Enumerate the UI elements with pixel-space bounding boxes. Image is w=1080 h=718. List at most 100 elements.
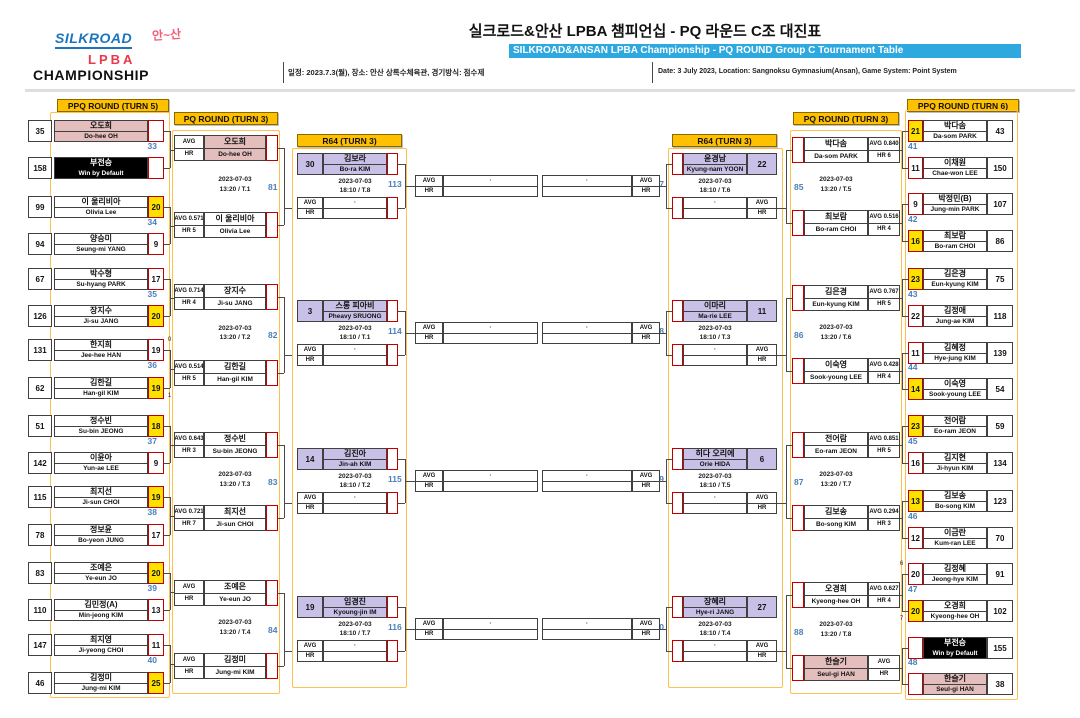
player-name-en: Bo-song KIM	[934, 502, 976, 510]
match-date: 2023-07-03	[218, 176, 252, 184]
score-box: 11	[148, 634, 164, 656]
score-box: 18	[148, 415, 164, 437]
score-value: 20	[151, 202, 161, 212]
pending-player-box: ·	[323, 197, 387, 219]
bracket-line	[170, 207, 171, 244]
pending-dot: ·	[684, 493, 746, 504]
match-number-text: 87	[794, 476, 804, 487]
tiebreak-score: 1	[167, 393, 172, 399]
player-name-en: Sook-young LEE	[810, 373, 862, 381]
match-number-text: 40	[147, 655, 157, 665]
hr-line: HR 7	[182, 521, 196, 528]
hr-label: HR	[641, 335, 651, 342]
player-id: 139	[993, 348, 1007, 358]
bracket-line	[170, 279, 171, 316]
bracket-line	[902, 538, 908, 539]
seed-box: 30	[297, 153, 323, 175]
hr-line: HR 4	[877, 374, 891, 381]
score-value: 16	[911, 458, 920, 468]
winner-slot	[387, 153, 398, 175]
player-name-en: Han-gil KIM	[217, 375, 253, 383]
player-name-en: Yun-ae LEE	[83, 464, 119, 472]
bracket-line	[902, 389, 908, 390]
player-name-box: 박정민(B)Jung-min PARK	[923, 193, 987, 215]
championship-logo: CHAMPIONSHIP	[33, 67, 150, 83]
bracket-line	[398, 311, 405, 312]
avg-label: AVG	[748, 493, 776, 504]
bracket-line	[164, 645, 170, 646]
match-time: 18:10 / T.2	[339, 482, 371, 489]
score-value: 20	[151, 568, 161, 578]
hr-line: HR 5	[182, 228, 196, 235]
hr-line: HR	[184, 151, 194, 158]
player-id-box: 86	[987, 230, 1013, 252]
bracket-line	[278, 666, 284, 667]
match-time: 13:20 / T.1	[219, 185, 251, 193]
winner-slot	[266, 653, 278, 679]
avg-line: AVG 0.294	[869, 506, 899, 519]
bracket-line	[278, 518, 284, 519]
player-name-ko: 김한길	[205, 361, 265, 374]
match-number: 81	[268, 182, 284, 192]
winner-slot	[672, 153, 683, 175]
pending-dot: ·	[444, 619, 537, 630]
match-number-text: 85	[794, 181, 804, 192]
score-value	[149, 121, 163, 141]
player-name-ko: 장혜리	[684, 597, 746, 608]
player-name-en: Su-bin JEONG	[212, 447, 258, 455]
winner-slot	[387, 448, 398, 470]
winner-slot	[266, 580, 278, 606]
bracket-line	[170, 298, 174, 299]
player-name-ko: 오경희	[924, 601, 986, 612]
player-name-en: Bo-yeon JUNG	[78, 536, 124, 544]
advance-pending-box: ·	[443, 470, 538, 492]
hr-line: HR 4	[877, 598, 891, 605]
bracket-line	[666, 355, 672, 356]
avg-label: AVG	[633, 176, 659, 187]
match-date: 2023-07-03	[218, 324, 252, 332]
pending-dot: ·	[684, 641, 746, 652]
winner-slot	[266, 432, 278, 458]
winner-slot	[387, 492, 398, 514]
winner-slot	[792, 582, 804, 608]
score-value: 9	[153, 458, 159, 468]
bracket-line	[164, 535, 170, 536]
silkroad-logo: SILKROAD	[55, 30, 133, 49]
hr-line: HR 6	[877, 153, 891, 160]
match-date: 2023-07-03	[338, 177, 372, 185]
hr-line: HR	[879, 671, 889, 678]
score-value: 20	[911, 569, 920, 579]
match-time: 13:20 / T.7	[820, 480, 852, 488]
match-number: 35	[125, 289, 157, 299]
player-name-ko: 오도희	[55, 121, 147, 132]
bracket-line	[666, 208, 672, 209]
ppq5-container	[50, 112, 170, 698]
match-time: 13:20 / T.5	[820, 185, 852, 193]
seed-box: 11	[747, 300, 777, 322]
player-id: 83	[35, 568, 45, 578]
match-number: 88	[794, 627, 810, 637]
match-number: 44	[908, 362, 928, 372]
match-number-text: 36	[147, 360, 157, 370]
bracket-line	[164, 279, 170, 280]
player-name-en: Eo-ram JEON	[934, 427, 976, 435]
header-rule	[25, 89, 1075, 92]
pending-blank	[444, 630, 537, 640]
player-name-en: Ji-su JANG	[217, 299, 253, 307]
advance-pending-box: ·	[443, 618, 538, 640]
bracket-line	[902, 426, 903, 463]
bracket-line	[666, 311, 672, 312]
